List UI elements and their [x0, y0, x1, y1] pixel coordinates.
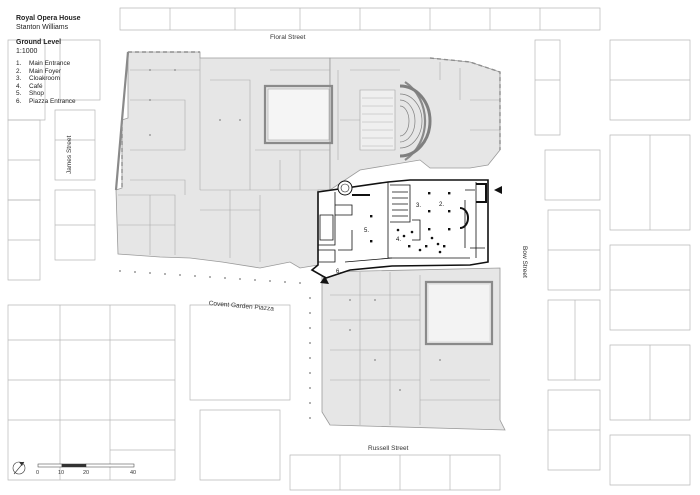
courtyard-void	[429, 285, 489, 341]
project-title: Royal Opera House	[16, 15, 81, 22]
scale-tick-10: 10	[58, 470, 65, 476]
scale-bar	[37, 463, 135, 468]
columns	[370, 192, 451, 248]
architect-name: Stanton Williams	[16, 24, 69, 31]
ground-level-plan	[310, 179, 489, 279]
scale-tick-0: 0	[36, 470, 40, 476]
label-main-foyer: 2.	[439, 202, 445, 208]
street-bow: Bow Street	[521, 246, 528, 278]
stair-core	[337, 180, 353, 196]
label-cloakroom: 3.	[416, 203, 422, 209]
plan-structure	[352, 183, 487, 229]
legend-item: 3.Cloakroom	[16, 75, 60, 83]
legend-item: 2.Main Foyer	[16, 67, 61, 75]
piazza-entrance-arrow	[320, 276, 329, 284]
label-cafe: 4.	[396, 237, 402, 243]
legend-item: 6.Piazza Entrance	[16, 97, 76, 105]
piazza-arcade	[119, 270, 311, 419]
scale-tick-20: 20	[83, 470, 90, 476]
level-title: Ground Level	[16, 39, 62, 46]
scale-tick-40: 40	[130, 470, 137, 476]
auditorium	[399, 84, 432, 158]
north-arrow-icon	[12, 461, 26, 475]
seating-lines	[362, 97, 393, 147]
title-block: Royal Opera House Stanton Williams Groun…	[16, 14, 81, 56]
interior-walls	[118, 58, 500, 425]
plan-walls	[318, 182, 485, 263]
stage-void	[267, 88, 330, 141]
main-entrance-arrow	[494, 186, 502, 194]
orchestra-area	[359, 89, 396, 151]
street-floral: Floral Street	[270, 34, 306, 41]
cafe-tables	[396, 228, 442, 254]
scale-ratio: 1:1000	[16, 48, 38, 55]
street-russell: Russell Street	[368, 445, 409, 452]
pier-dots	[149, 69, 441, 391]
street-james: James Street	[66, 135, 73, 174]
legend-item: 4.Café	[16, 82, 43, 90]
legend-item: 5.Shop	[16, 90, 44, 98]
dashed-outline	[121, 51, 501, 188]
label-piazza-entrance: 6.	[336, 269, 342, 275]
label-shop: 5.	[364, 228, 370, 234]
legend-item: 1.Main Entrance	[16, 60, 71, 67]
context-blocks	[7, 7, 691, 491]
legend: 1.Main Entrance 2.Main Foyer 3.Cloakroom…	[16, 60, 76, 106]
